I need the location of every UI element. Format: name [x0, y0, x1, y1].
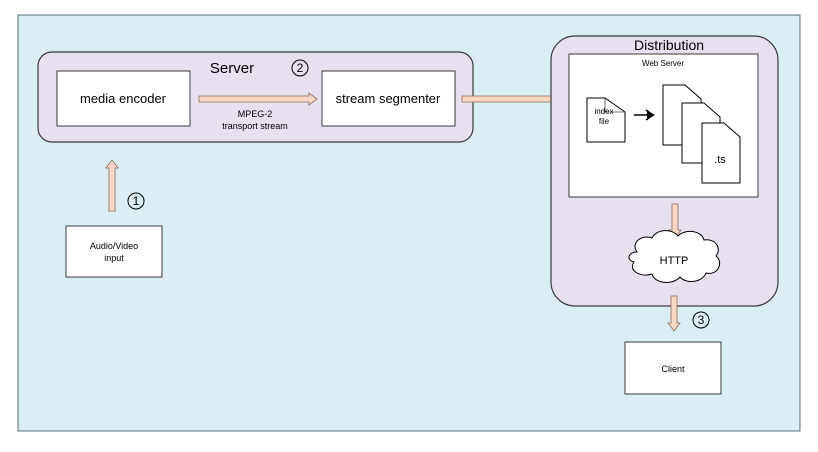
- web-server-label: Web Server: [642, 59, 684, 68]
- link-label-transport-stream: transport stream: [222, 121, 288, 131]
- http-label: HTTP: [660, 255, 689, 267]
- input-to-encoder-arrow-icon: [105, 159, 119, 212]
- ts-label: .ts: [714, 154, 726, 166]
- index-file-fold: [604, 98, 625, 113]
- step-3-badge: 3: [692, 311, 710, 329]
- client-label: Client: [661, 364, 685, 374]
- media-encoder-box: [56, 70, 191, 127]
- audio-video-input-box: [65, 225, 163, 278]
- ts-segment-document-icon-3: [701, 122, 741, 184]
- step-1-badge: 1: [127, 192, 145, 210]
- http-cloud-icon: [628, 230, 721, 283]
- step-2-number: 2: [297, 61, 304, 75]
- server-title: Server: [210, 60, 254, 77]
- index-file-label-line2: file: [599, 117, 610, 126]
- webserver-to-http-arrow-icon: [668, 203, 682, 239]
- index-to-segments-arrowhead: [647, 111, 655, 119]
- media-encoder-label: media encoder: [80, 91, 167, 106]
- encoder-to-segmenter-arrow-icon: [198, 92, 318, 106]
- step-3-circle-icon: [692, 311, 710, 329]
- step-1-number: 1: [133, 194, 140, 208]
- step-3-number: 3: [698, 313, 705, 327]
- client-box: [624, 341, 722, 395]
- step-2-badge: 2: [291, 59, 309, 77]
- step-2-circle-icon: [291, 59, 309, 77]
- input-label-line2: input: [104, 253, 124, 263]
- stream-segmenter-label: stream segmenter: [336, 91, 441, 106]
- step-1-circle-icon: [127, 192, 145, 210]
- input-label-line1: Audio/Video: [90, 241, 138, 251]
- http-to-client-arrow-icon: [667, 295, 681, 332]
- index-file-document-icon: [586, 97, 626, 143]
- stream-segmenter-box: [321, 70, 456, 127]
- index-file-label-line1: index: [594, 107, 613, 116]
- link-label-mpeg2: MPEG-2: [238, 109, 273, 119]
- distribution-title: Distribution: [634, 37, 704, 53]
